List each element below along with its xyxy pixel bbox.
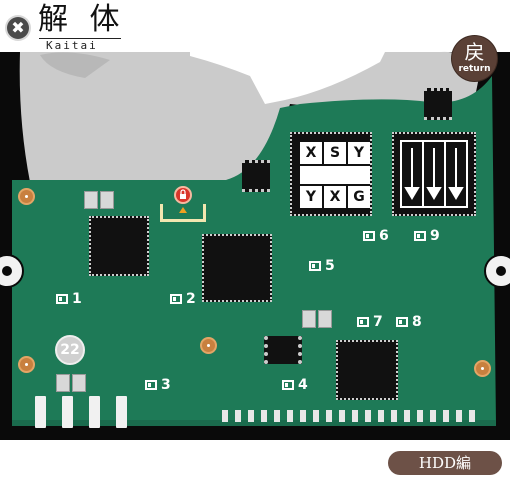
connector-pin <box>365 410 371 422</box>
grid-divider-row <box>300 166 370 184</box>
chip-c <box>336 340 398 400</box>
chip-small-3 <box>264 336 302 364</box>
connector-pin <box>89 396 100 428</box>
connector-pin <box>430 410 436 422</box>
component-label-4[interactable]: 4 <box>282 377 308 393</box>
return-button[interactable]: 戻 return <box>452 36 497 81</box>
connector-pin <box>339 410 345 422</box>
component-label-6[interactable]: 6 <box>363 228 389 244</box>
chip-small-1 <box>242 160 270 192</box>
component-label-5[interactable]: 5 <box>309 258 335 274</box>
connector-pin <box>62 396 73 428</box>
actuator-arm <box>190 52 385 104</box>
caret-up-icon <box>179 207 187 213</box>
page-title: 解 体 <box>38 2 126 37</box>
connector-pin <box>404 410 410 422</box>
connector-pin <box>287 410 293 422</box>
smd-part <box>302 310 316 328</box>
component-label-3[interactable]: 3 <box>145 377 171 393</box>
connector-pin <box>443 410 449 422</box>
connector-pin <box>300 410 306 422</box>
page-subtitle: Kaitai <box>46 39 98 52</box>
screw[interactable] <box>18 356 35 373</box>
connector-pin <box>352 410 358 422</box>
grid-cell[interactable]: S <box>324 142 346 164</box>
connector-pin <box>391 410 397 422</box>
component-label-1[interactable]: 1 <box>56 291 82 307</box>
chip-a <box>89 216 149 276</box>
component-label-7[interactable]: 7 <box>357 314 383 330</box>
hdd-section-button[interactable]: HDD編 <box>388 451 502 475</box>
puzzle-chip-arrows[interactable] <box>392 132 476 216</box>
close-button[interactable]: ✖ <box>7 17 29 39</box>
connector-pin <box>326 410 332 422</box>
screw[interactable] <box>18 188 35 205</box>
chip-small-2 <box>424 88 452 120</box>
smd-part <box>84 191 98 209</box>
down-arrow-icon <box>404 148 464 200</box>
component-label-2[interactable]: 2 <box>170 291 196 307</box>
connector-pin <box>235 410 241 422</box>
connector-pin <box>469 410 475 422</box>
grid-cell[interactable]: X <box>324 186 346 208</box>
connector-pin <box>417 410 423 422</box>
connector-pin <box>313 410 319 422</box>
connector-pin <box>222 410 228 422</box>
lock-icon[interactable] <box>174 186 192 204</box>
chip-b <box>202 234 272 302</box>
title-underline <box>39 38 121 39</box>
return-label: return <box>458 64 491 74</box>
pcb-edge <box>12 420 496 426</box>
grid-cell[interactable]: Y <box>348 142 370 164</box>
component-label-8[interactable]: 8 <box>396 314 422 330</box>
connector-pin <box>274 410 280 422</box>
platter <box>19 51 478 182</box>
grid-cell[interactable]: G <box>348 186 370 208</box>
screw[interactable] <box>474 360 491 377</box>
connector-pin <box>35 396 46 428</box>
numbered-screw[interactable]: 22 <box>55 335 85 365</box>
screw[interactable] <box>200 337 217 354</box>
grid-cell[interactable]: X <box>300 142 322 164</box>
grid-cell[interactable]: Y <box>300 186 322 208</box>
connector-pin <box>261 410 267 422</box>
puzzle-chip-letters[interactable]: X S Y Y X G <box>290 132 372 216</box>
smd-part <box>100 191 114 209</box>
connector-pin <box>248 410 254 422</box>
return-kanji: 戻 <box>464 40 485 64</box>
arrow-grid <box>400 140 468 208</box>
connector-pin <box>116 396 127 428</box>
component-label-9[interactable]: 9 <box>414 228 440 244</box>
platter-shadow <box>40 52 110 78</box>
connector-pin <box>456 410 462 422</box>
smd-part <box>56 374 70 392</box>
mount-hole-right <box>484 254 510 288</box>
smd-part <box>318 310 332 328</box>
smd-part <box>72 374 86 392</box>
lock-bracket <box>160 204 206 222</box>
connector-pin <box>378 410 384 422</box>
